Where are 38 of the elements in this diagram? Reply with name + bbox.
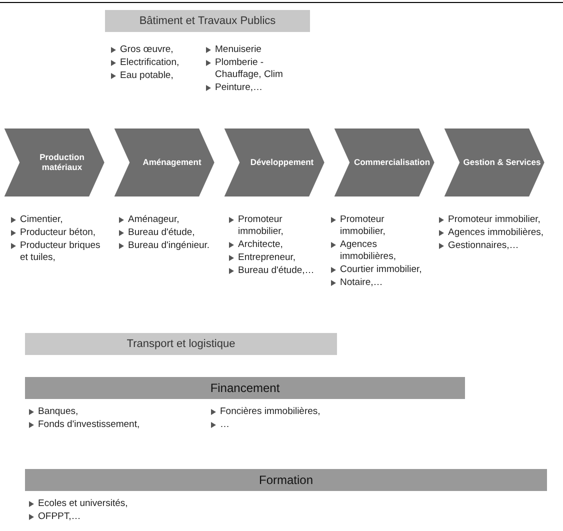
list-item: Agences immobilières, xyxy=(438,227,548,239)
list-item: Producteur briques et tuiles, xyxy=(10,240,110,264)
list-item: Producteur béton, xyxy=(10,227,110,239)
list-item: Fonds d'investissement, xyxy=(28,419,208,431)
list-item: Promoteur immobilier, xyxy=(438,214,548,226)
step-label: Développement xyxy=(249,156,315,169)
list-item: Promoteur immobilier, xyxy=(330,214,430,238)
list-item: Gros œuvre, xyxy=(110,44,202,56)
list-item: … xyxy=(210,419,390,431)
list-item: Foncières immobilières, xyxy=(210,406,390,418)
list-item: Gestionnaires,… xyxy=(438,240,548,252)
list-item: Ecoles et universités, xyxy=(28,498,228,510)
list-item: Agences immobilières, xyxy=(330,239,430,263)
list-item: Notaire,… xyxy=(330,277,430,289)
list-item: Banques, xyxy=(28,406,208,418)
list-item: Electrification, xyxy=(110,57,202,69)
list-item: Aménageur, xyxy=(118,214,220,226)
section-band: Transport et logistique xyxy=(25,333,337,355)
section-band: Formation xyxy=(25,469,547,491)
list-item: Entrepreneur, xyxy=(228,252,328,264)
list-item: Peinture,… xyxy=(205,82,305,94)
list-item: Bureau d'étude,… xyxy=(228,265,328,277)
list-item: Cimentier, xyxy=(10,214,110,226)
step-label: Gestion & Services xyxy=(462,156,542,169)
list-item: Promoteur immobilier, xyxy=(228,214,328,238)
list-item: Menuiserie xyxy=(205,44,305,56)
list-item: Courtier immobilier, xyxy=(330,264,430,276)
list-item: OFPPT,… xyxy=(28,511,228,523)
section-band: Bâtiment et Travaux Publics xyxy=(105,10,310,32)
list-item: Bureau d'ingénieur. xyxy=(118,240,220,252)
list-item: Eau potable, xyxy=(110,70,202,82)
step-label: Aménagement xyxy=(142,156,202,169)
list-item: Bureau d'étude, xyxy=(118,227,220,239)
list-item: Architecte, xyxy=(228,239,328,251)
step-label: Commercialisation xyxy=(352,156,432,169)
step-label: Production matériaux xyxy=(38,150,86,174)
section-band: Financement xyxy=(25,377,465,399)
list-item: Plomberie - Chauffage, Clim xyxy=(205,57,305,81)
